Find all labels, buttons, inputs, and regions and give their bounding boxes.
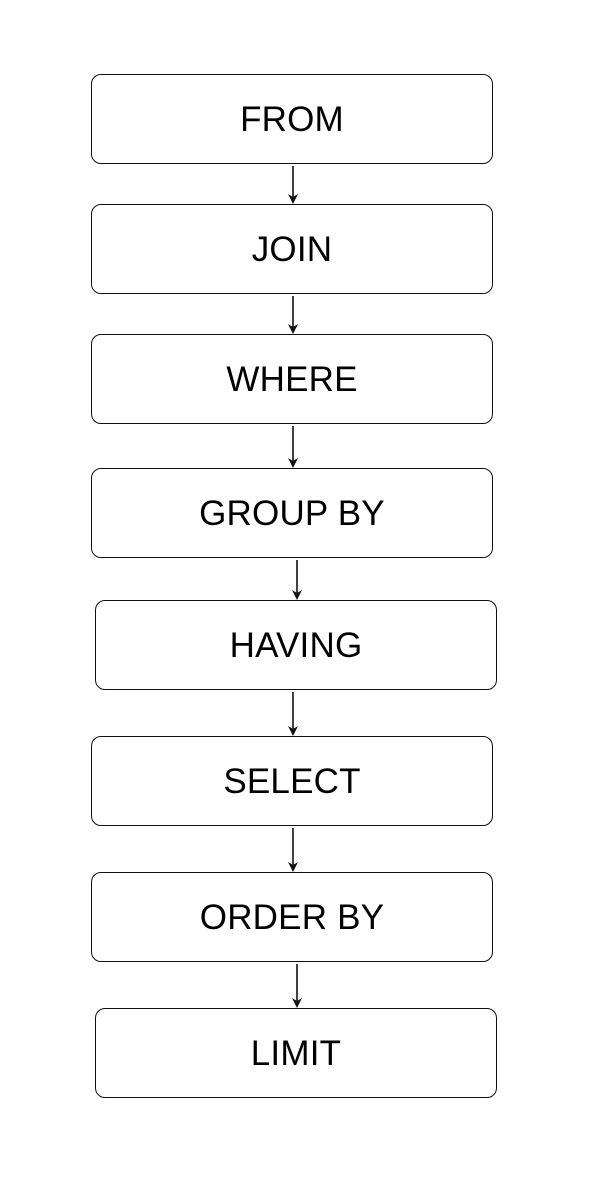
- step-group-by: GROUP BY: [91, 468, 493, 558]
- step-having: HAVING: [95, 600, 497, 690]
- step-label: GROUP BY: [199, 493, 385, 533]
- step-where: WHERE: [91, 334, 493, 424]
- step-label: LIMIT: [250, 1033, 342, 1073]
- step-label: SELECT: [223, 761, 361, 801]
- step-label: FROM: [240, 99, 344, 139]
- step-from: FROM: [91, 74, 493, 164]
- step-order-by: ORDER BY: [91, 872, 493, 962]
- step-select: SELECT: [91, 736, 493, 826]
- step-join: JOIN: [91, 204, 493, 294]
- step-label: ORDER BY: [199, 897, 385, 937]
- step-label: JOIN: [251, 229, 333, 269]
- step-limit: LIMIT: [95, 1008, 497, 1098]
- step-label: HAVING: [229, 625, 363, 665]
- step-label: WHERE: [226, 359, 358, 399]
